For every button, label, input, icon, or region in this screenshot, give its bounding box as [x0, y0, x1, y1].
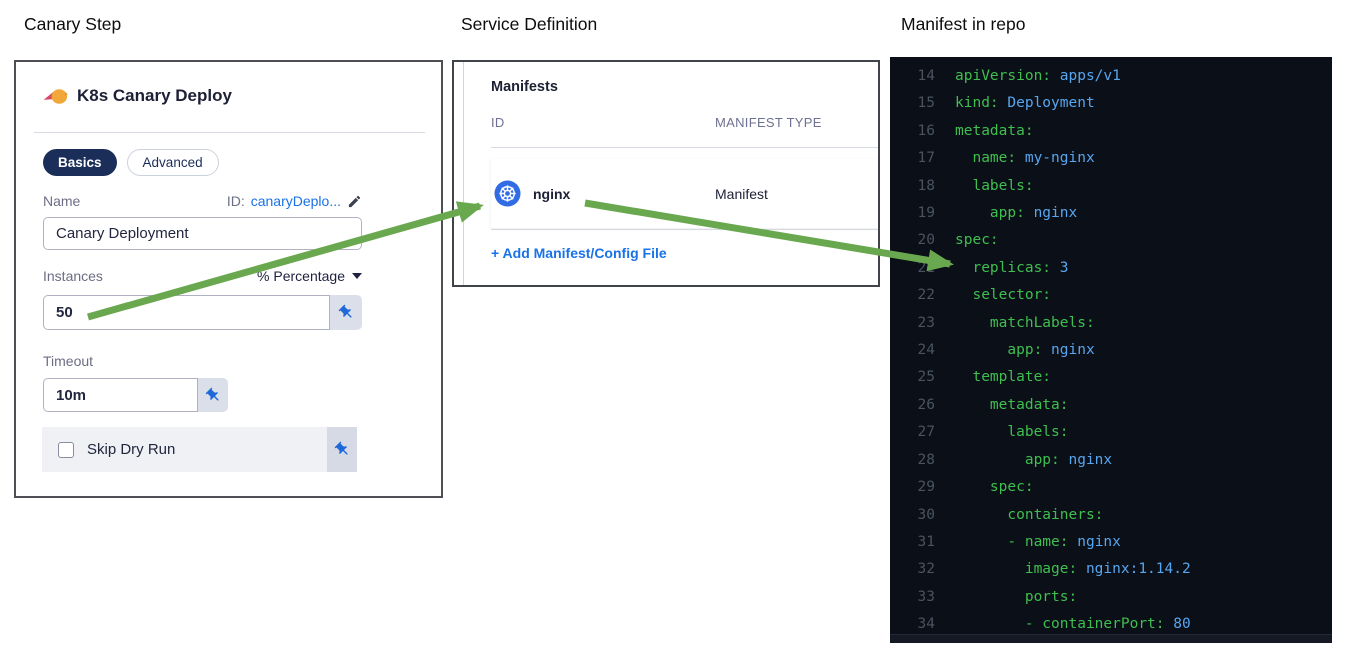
manifest-row-type: Manifest [715, 185, 768, 202]
service-definition-panel: Manifests ID MANIFEST TYPE [452, 60, 880, 287]
manifests-section-title: Manifests [491, 79, 558, 95]
column-header-id: ID [491, 115, 505, 130]
code-line-19: 19 app: nginx [917, 205, 1078, 222]
editor-scrollbar-track[interactable] [890, 634, 1332, 643]
code-line-18: 18 labels: [917, 177, 1034, 194]
canary-icon [43, 87, 68, 106]
instances-input[interactable] [43, 295, 330, 330]
code-line-33: 33 ports: [917, 588, 1078, 605]
timeout-label: Timeout [43, 353, 94, 369]
kubernetes-icon [494, 180, 521, 207]
code-line-23: 23 matchLabels: [917, 314, 1095, 331]
code-line-17: 17 name: my-nginx [917, 150, 1095, 167]
tab-bar: Basics Advanced [43, 149, 219, 176]
code-line-21: 21 replicas: 3 [917, 259, 1069, 276]
code-line-22: 22 selector: [917, 287, 1052, 304]
column-title-canary-step: Canary Step [24, 14, 122, 34]
id-prefix: ID: [226, 193, 245, 209]
manifest-row-id: nginx [533, 185, 571, 202]
pin-icon [338, 304, 351, 318]
table-header-divider [491, 147, 878, 148]
skip-dry-run-checkbox[interactable] [58, 441, 74, 458]
column-title-service-definition: Service Definition [461, 14, 598, 34]
manifest-table-row[interactable]: nginx Manifest [491, 159, 878, 228]
column-header-manifest-type: MANIFEST TYPE [715, 115, 822, 130]
name-input[interactable] [43, 217, 362, 250]
code-line-31: 31 - name: nginx [917, 533, 1121, 550]
id-value-link[interactable]: canaryDeplo... [250, 193, 341, 209]
step-title: K8s Canary Deploy [77, 86, 232, 105]
inner-edge-divider [463, 62, 464, 285]
manifests-table-header: ID MANIFEST TYPE [491, 115, 861, 130]
pin-icon [205, 387, 218, 401]
canary-step-panel: K8s Canary Deploy Basics Advanced Name I… [14, 60, 443, 498]
header-divider [34, 132, 425, 133]
instances-unit-dropdown[interactable]: % Percentage [257, 268, 362, 284]
code-line-29: 29 spec: [917, 479, 1034, 496]
code-line-28: 28 app: nginx [917, 451, 1113, 468]
chevron-down-icon [352, 273, 362, 279]
code-line-26: 26 metadata: [917, 396, 1069, 413]
instances-pin-button[interactable] [330, 295, 362, 330]
edit-id-pencil-icon[interactable] [347, 194, 362, 209]
skip-dry-run-label: Skip Dry Run [87, 441, 176, 458]
name-label: Name [43, 193, 81, 209]
code-line-34: 34 - containerPort: 80 [917, 616, 1191, 633]
code-line-24: 24 app: nginx [917, 342, 1095, 359]
skip-dry-run-row: Skip Dry Run [42, 427, 357, 472]
column-title-manifest-in-repo: Manifest in repo [901, 14, 1026, 34]
code-line-30: 30 containers: [917, 506, 1104, 523]
code-line-32: 32 image: nginx:1.14.2 [917, 561, 1191, 578]
table-row-divider [491, 229, 878, 230]
skip-dry-run-pin-button[interactable] [327, 427, 357, 472]
timeout-pin-button[interactable] [198, 378, 228, 412]
add-manifest-link[interactable]: + Add Manifest/Config File [491, 245, 667, 261]
instances-label: Instances [43, 268, 103, 284]
code-line-27: 27 labels: [917, 424, 1069, 441]
code-line-25: 25 template: [917, 369, 1052, 386]
tab-basics[interactable]: Basics [43, 149, 117, 176]
timeout-input[interactable] [43, 378, 198, 412]
tab-advanced[interactable]: Advanced [126, 149, 219, 176]
instances-unit-value: % Percentage [257, 268, 345, 284]
pin-icon [334, 441, 347, 455]
